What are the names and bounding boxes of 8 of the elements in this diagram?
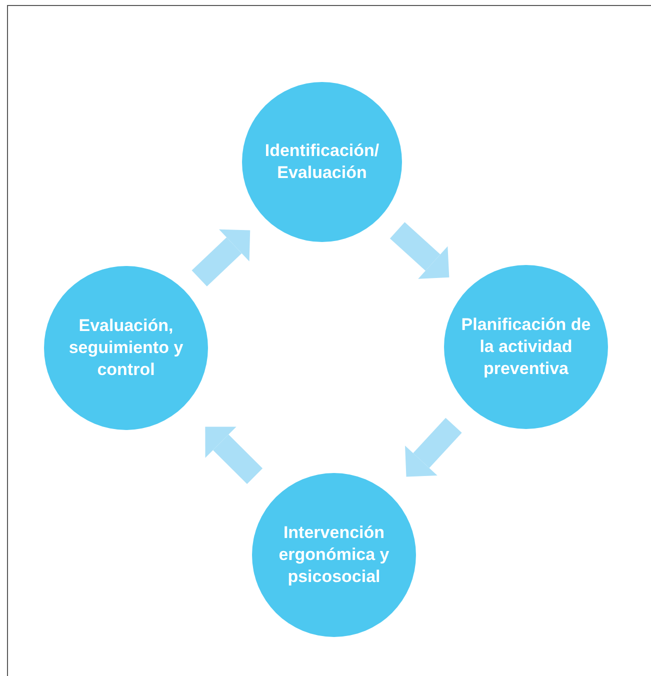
- step-label: Intervención ergonómica y psicosocial: [278, 522, 390, 588]
- step-label: Planificación de la actividad preventiva: [460, 314, 592, 380]
- step-label: Evaluación, seguimiento y control: [68, 314, 184, 382]
- step-label: Identificación/ Evaluación: [264, 140, 380, 184]
- block-arrow: [192, 229, 250, 286]
- block-arrow: [390, 222, 450, 279]
- block-arrow: [205, 426, 263, 484]
- block-arrow: [405, 418, 462, 477]
